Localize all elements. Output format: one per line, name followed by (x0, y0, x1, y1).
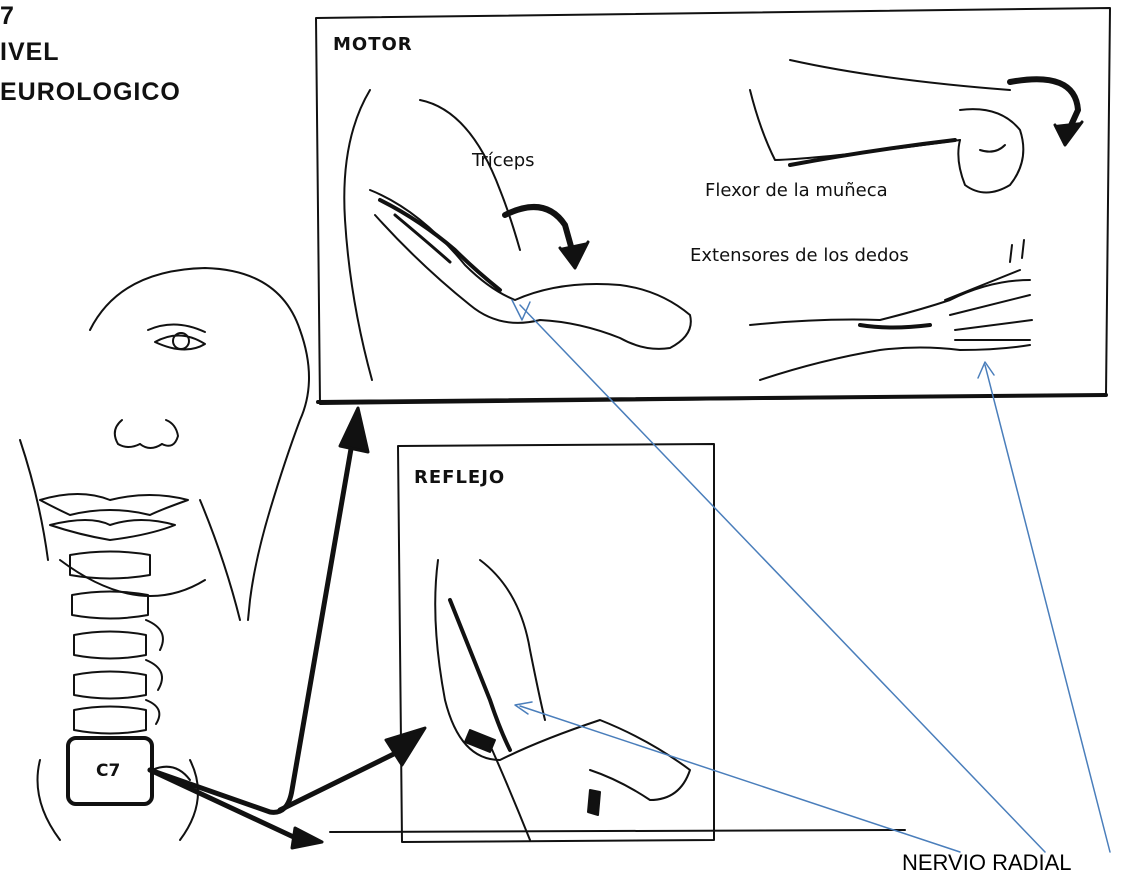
heading-line-3: EUROLOGICO (0, 76, 181, 108)
face-illustration (20, 268, 309, 620)
reflex-hammer-illustration (435, 560, 690, 840)
wrist-flexion-illustration (750, 60, 1023, 193)
radial-nerve-label: NERVIO RADIAL (902, 850, 1072, 876)
c7-vertebra-label: C7 (96, 761, 120, 781)
heading-line-1: 7 (0, 0, 15, 32)
finger-extensors-label: Extensores de los dedos (690, 245, 909, 266)
reflex-title: REFLEJO (414, 467, 505, 488)
motor-title: MOTOR (333, 34, 413, 55)
callout-lines (512, 300, 1110, 852)
motor-box (316, 8, 1110, 404)
cervical-spine-illustration (38, 494, 199, 840)
wrist-flexor-label: Flexor de la muñeca (705, 180, 888, 201)
nerve-pathway-arrows (150, 408, 425, 848)
heading-line-2: IVEL (0, 36, 60, 68)
arm-extension-illustration (344, 90, 691, 380)
triceps-label: Tríceps (472, 150, 535, 171)
reflex-box (398, 444, 714, 842)
rotation-arrow-icon (505, 79, 1082, 268)
